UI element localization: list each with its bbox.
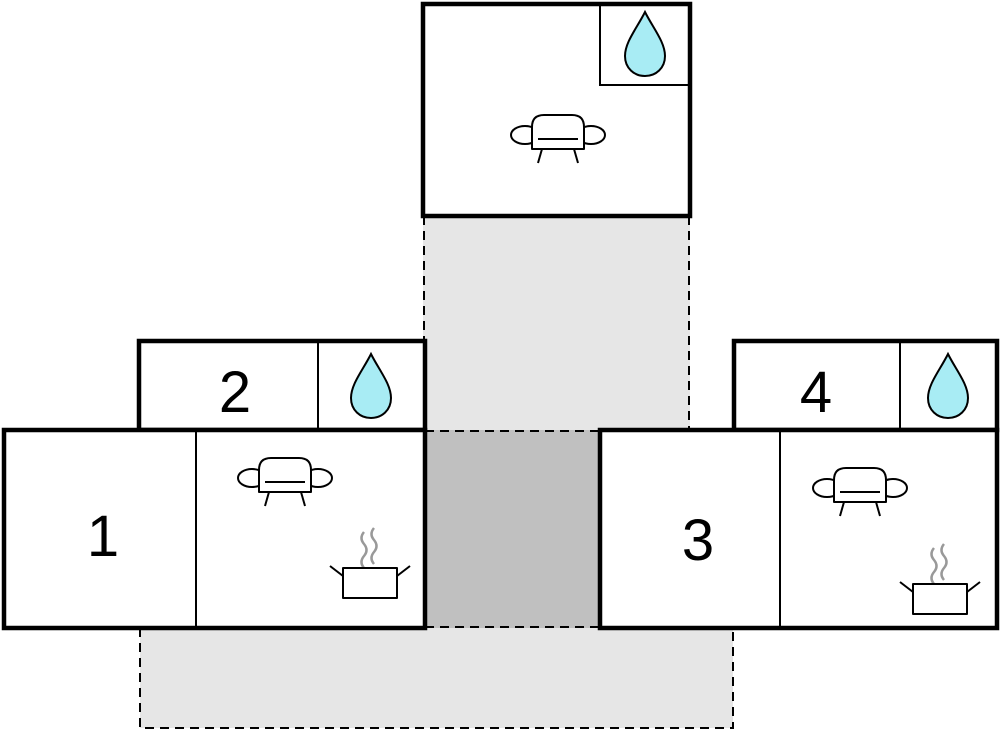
terrace-bottom (139, 628, 734, 729)
left-building: 2 1 (1, 338, 428, 631)
top-building (420, 1, 693, 219)
right-building: 4 3 (597, 338, 1000, 631)
room-label-4: 4 (800, 360, 832, 425)
terrace-top (423, 216, 690, 430)
covered-area (425, 430, 600, 628)
room-label-2: 2 (219, 360, 251, 425)
room-label-3: 3 (682, 508, 714, 573)
room-label-1: 1 (87, 504, 119, 569)
